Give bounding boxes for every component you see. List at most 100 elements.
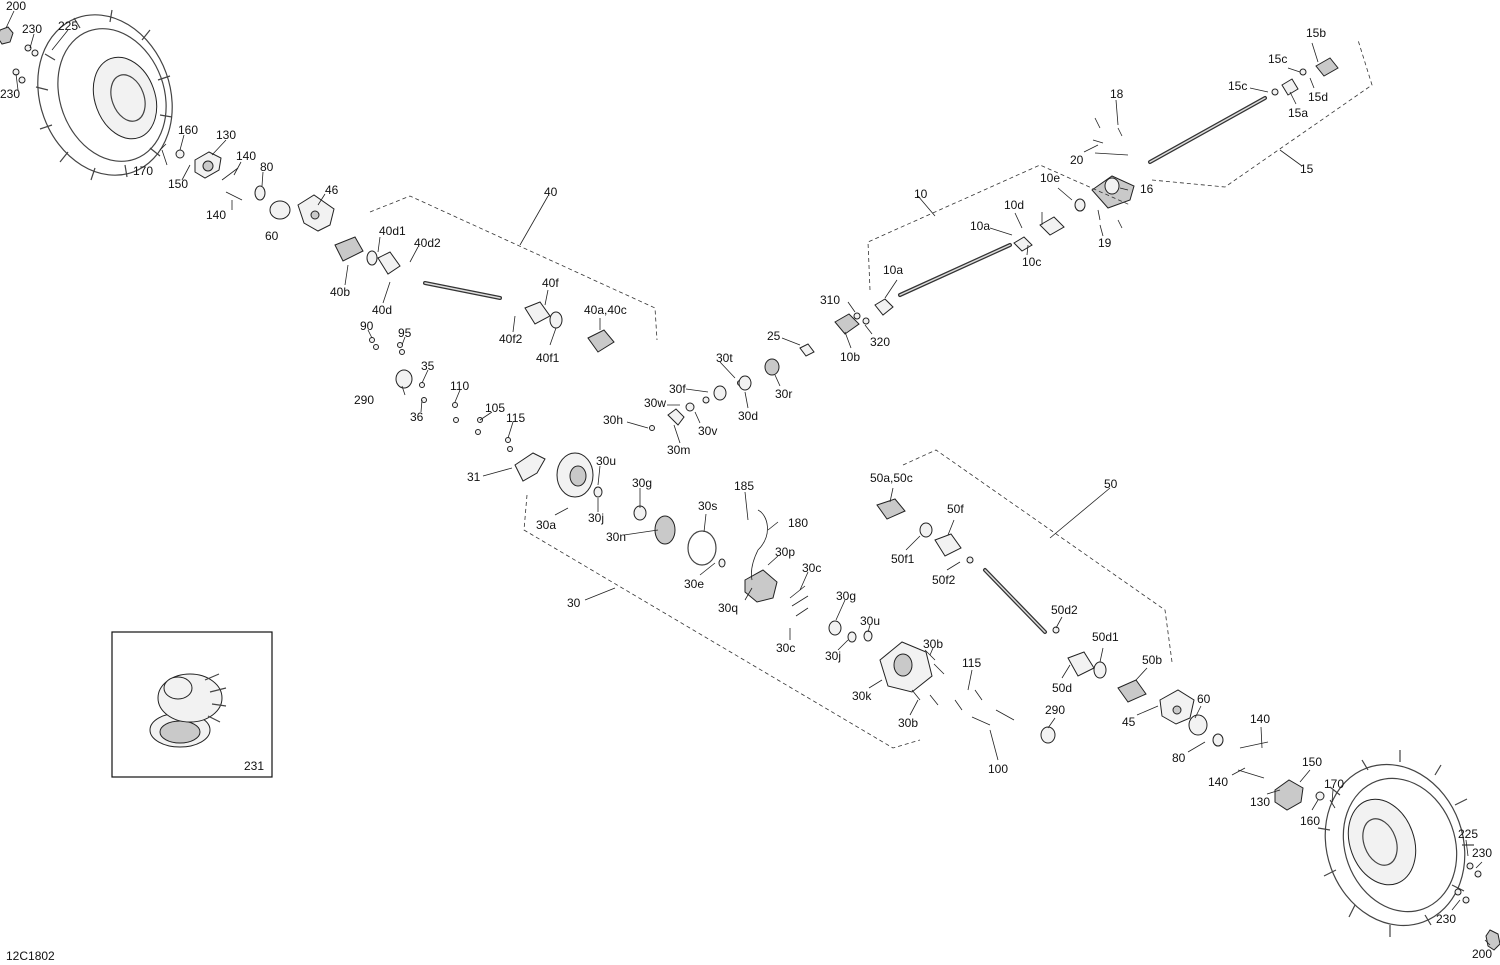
- label-30t: 30t: [716, 351, 733, 365]
- diff-bearings-right: [828, 620, 873, 643]
- label-40: 40: [544, 185, 558, 199]
- bearing-ring: [254, 185, 266, 201]
- label-60: 60: [265, 229, 279, 243]
- label-170: 170: [1324, 777, 1344, 791]
- label-10d: 10d: [1004, 198, 1024, 212]
- label-15a: 15a: [1288, 106, 1308, 120]
- label-30c: 30c: [776, 641, 795, 655]
- wheel-stud: [12, 44, 39, 84]
- label-40f: 40f: [542, 276, 559, 290]
- differential-cover: [556, 452, 594, 498]
- label-30m: 30m: [667, 443, 690, 457]
- diagram-id: 12C1802: [6, 949, 55, 963]
- label-100: 100: [988, 762, 1008, 776]
- label-30w: 30w: [644, 396, 666, 410]
- wheel-bearing-right: [1188, 714, 1224, 747]
- label-30u: 30u: [860, 614, 880, 628]
- label-180: 180: [788, 516, 808, 530]
- inset-box: [111, 631, 273, 778]
- label-15: 15: [1300, 162, 1314, 176]
- label-10c: 10c: [1022, 255, 1041, 269]
- label-30j: 30j: [825, 649, 841, 663]
- label-15c: 15c: [1268, 52, 1287, 66]
- label-150: 150: [168, 177, 188, 191]
- label-40d1: 40d1: [379, 224, 406, 238]
- label-230: 230: [0, 87, 20, 101]
- label-30g: 30g: [632, 476, 652, 490]
- label-230: 230: [1436, 912, 1456, 926]
- front-left-wheel: [35, 9, 173, 181]
- rear-propeller-shaft: [1148, 57, 1339, 164]
- label-30n: 30n: [606, 530, 626, 544]
- label-30r: 30r: [775, 387, 792, 401]
- inset-label: 231: [244, 759, 264, 773]
- label-30k: 30k: [852, 689, 872, 703]
- label-30q: 30q: [718, 601, 738, 615]
- label-30s: 30s: [698, 499, 717, 513]
- label-30v: 30v: [698, 424, 717, 438]
- label-30f: 30f: [669, 382, 686, 396]
- label-140: 140: [1208, 775, 1228, 789]
- label-35: 35: [421, 359, 435, 373]
- hub-flange: [194, 151, 222, 179]
- label-290: 290: [354, 393, 374, 407]
- hub-nut: [175, 149, 185, 159]
- label-140: 140: [1250, 712, 1270, 726]
- label-200: 200: [1472, 947, 1492, 961]
- housing-bolts: [911, 649, 1015, 726]
- label-15b: 15b: [1306, 26, 1326, 40]
- label-50d2: 50d2: [1051, 603, 1078, 617]
- label-30a: 30a: [536, 518, 556, 532]
- label-30j: 30j: [588, 511, 604, 525]
- ring-gear: [744, 569, 778, 603]
- label-170: 170: [133, 164, 153, 178]
- label-45: 45: [1122, 715, 1136, 729]
- wheel-studs-b: [1237, 741, 1269, 779]
- label-320: 320: [870, 335, 890, 349]
- label-40f1: 40f1: [536, 351, 560, 365]
- label-230: 230: [22, 22, 42, 36]
- label-10b: 10b: [840, 350, 860, 364]
- label-30e: 30e: [684, 577, 704, 591]
- cotter-pin: [159, 143, 167, 151]
- bearing-bolts: [1092, 117, 1129, 229]
- label-230: 230: [1472, 846, 1492, 860]
- wheel-studs-a: [221, 167, 243, 201]
- label-40a40c: 40a,40c: [584, 303, 627, 317]
- label-15c: 15c: [1228, 79, 1247, 93]
- label-10a: 10a: [970, 219, 990, 233]
- label-30c: 30c: [802, 561, 821, 575]
- wheel-bearing: [269, 200, 291, 220]
- label-16: 16: [1140, 182, 1154, 196]
- label-40d: 40d: [372, 303, 392, 317]
- label-30: 30: [567, 596, 581, 610]
- label-110: 110: [450, 379, 469, 393]
- label-140: 140: [206, 208, 226, 222]
- label-30u: 30u: [596, 454, 616, 468]
- wheel-stud-right: [1454, 862, 1482, 904]
- label-10: 10: [914, 187, 928, 201]
- label-40d2: 40d2: [414, 236, 441, 250]
- label-225: 225: [1458, 827, 1478, 841]
- label-46: 46: [325, 183, 339, 197]
- label-50a50c: 50a,50c: [870, 471, 913, 485]
- actuator-cable: [750, 509, 768, 581]
- label-25: 25: [767, 329, 781, 343]
- label-10a: 10a: [883, 263, 903, 277]
- label-50d: 50d: [1052, 681, 1072, 695]
- label-30g: 30g: [836, 589, 856, 603]
- label-60: 60: [1197, 692, 1211, 706]
- label-115: 115: [506, 411, 525, 425]
- label-160: 160: [178, 123, 198, 137]
- label-50f2: 50f2: [932, 573, 956, 587]
- label-10e: 10e: [1040, 171, 1060, 185]
- label-150: 150: [1302, 755, 1322, 769]
- label-31: 31: [467, 470, 481, 484]
- label-225: 225: [58, 19, 78, 33]
- diff-seals: [593, 486, 726, 568]
- leader-lines: [5, 10, 1491, 946]
- label-50f: 50f: [947, 502, 964, 516]
- label-36: 36: [410, 410, 424, 424]
- label-15d: 15d: [1308, 90, 1328, 104]
